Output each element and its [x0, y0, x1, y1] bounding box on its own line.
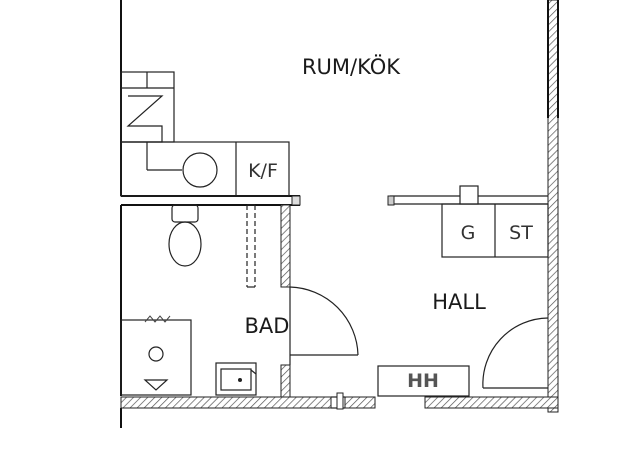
shaft: [246, 204, 256, 288]
wardrobe-g-label: G: [461, 222, 476, 244]
bath-door: [289, 286, 359, 365]
room-label-bad: BAD: [245, 314, 290, 338]
toilet-icon: [168, 204, 202, 267]
bath-partition: [280, 195, 301, 398]
sink-icon: [182, 152, 218, 188]
bottom-wall: [120, 392, 559, 410]
hat-shelf-label: HH: [407, 370, 439, 392]
hall-partition: [387, 185, 548, 206]
stove-symbol: [120, 71, 175, 143]
fridge-label: K/F: [248, 160, 278, 182]
wardrobes: [441, 203, 549, 258]
washer-area: [120, 315, 192, 396]
room-label-rum-kok: RUM/KÖK: [302, 54, 401, 79]
kitchen-counter: [120, 141, 290, 197]
right-wall: [547, 0, 559, 413]
entrance-door: [482, 317, 549, 389]
hat-shelf: [377, 365, 470, 397]
bath-sink-icon: [215, 362, 257, 396]
drain-icon: [148, 346, 164, 362]
room-label-hall: HALL: [432, 290, 486, 314]
wardrobe-st-label: ST: [509, 222, 533, 244]
